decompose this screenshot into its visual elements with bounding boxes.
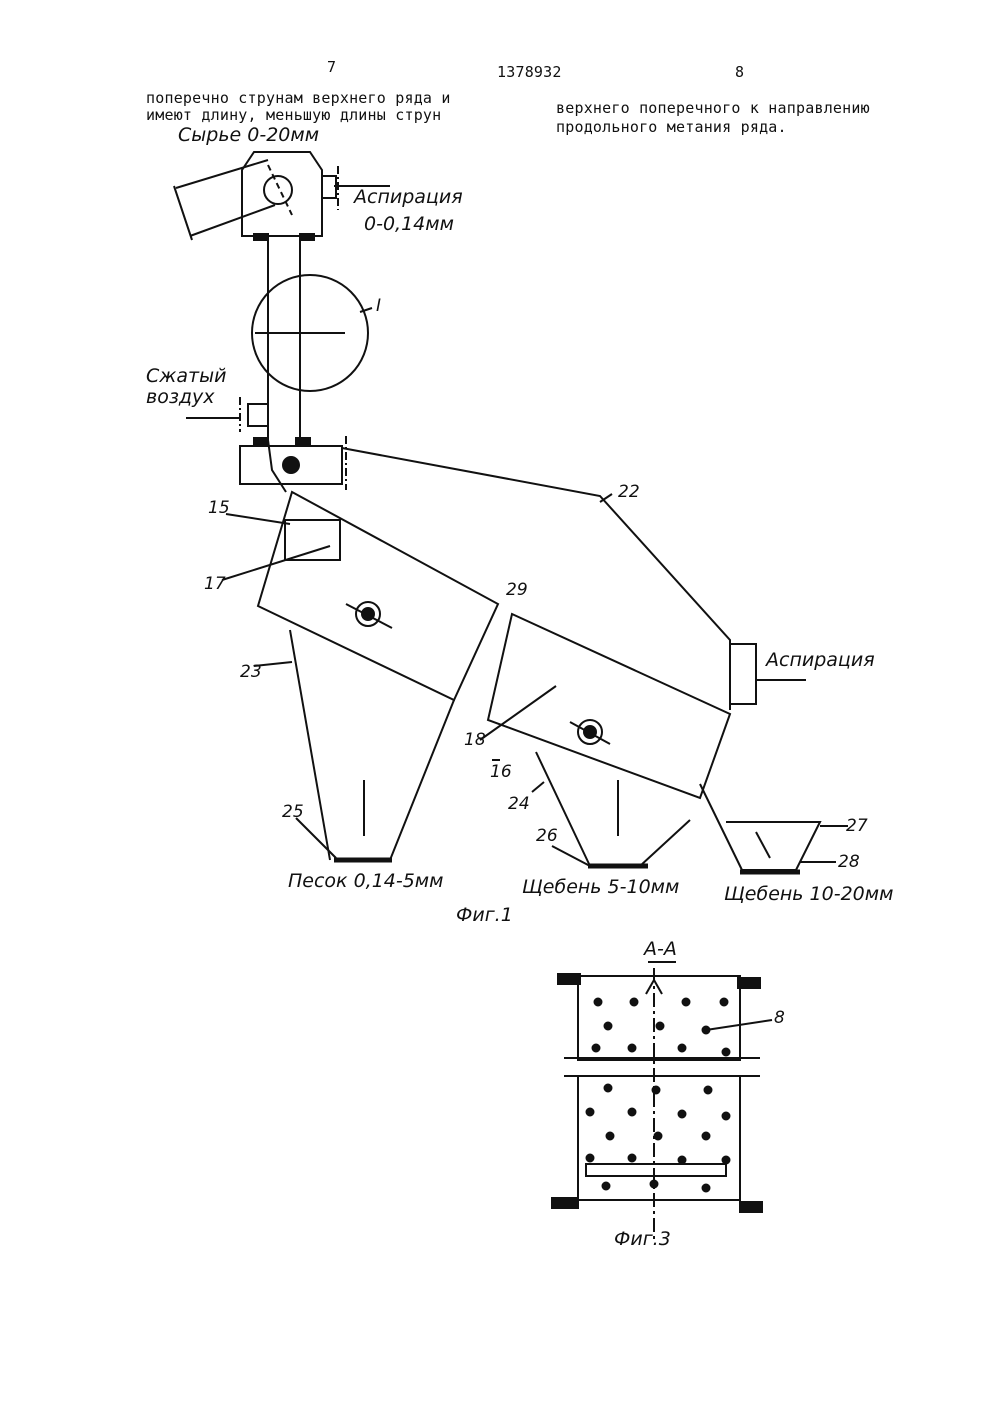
caption-figure-3: Фиг.3 [614, 1228, 671, 1250]
figure-3-string-points [586, 998, 730, 1192]
label-section-a-a: А-А [644, 938, 677, 960]
ref-8: 8 [774, 1008, 785, 1028]
